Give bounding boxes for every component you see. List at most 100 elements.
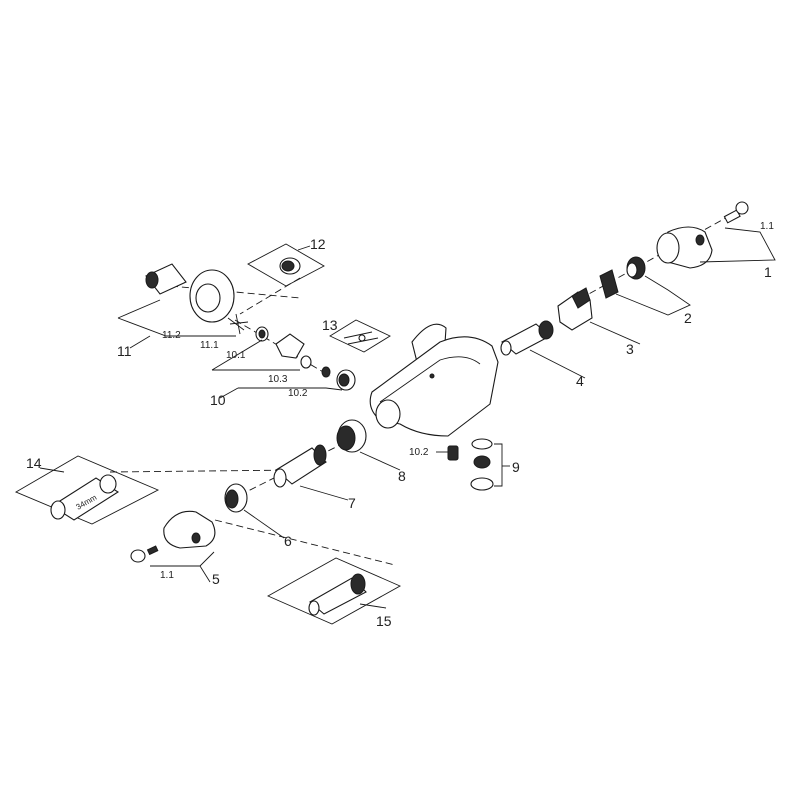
part-12-cap: 12 [247,236,326,287]
nut-2-inner [626,262,638,278]
leader-15 [359,603,387,609]
cartridge-15-end [350,573,366,595]
leader-3 [589,321,641,345]
label-11-1: 11.1 [200,340,219,351]
washer-9b [473,455,491,469]
nut-10-inner [338,373,350,387]
rosette-11-1-inner [195,283,221,313]
axis-left-lower [109,469,301,473]
spindle-4-start [500,340,512,356]
label-7: 7 [348,495,356,511]
housing-edge [379,356,481,403]
screw-head [735,201,749,215]
housing-left-port [375,399,401,429]
axis-right-upper [559,209,741,311]
part-11-connector: 11.2 11.1 11 [117,263,249,359]
box-13 [329,319,391,353]
leader-14 [39,467,65,473]
union-10-body [275,333,305,359]
part-5-handle: 1.1 5 [130,510,220,587]
mixer-housing [369,336,499,437]
ring-8-inner [336,425,356,451]
label-4: 4 [576,373,584,389]
cartridge-15-tip [308,600,320,616]
housing-logo [429,373,435,379]
part-10-union: 10.1 10.3 10.2 10 [210,326,356,408]
label-13: 13 [322,317,338,333]
handle-5-hole [191,532,201,544]
label-12: 12 [310,236,326,252]
label-2: 2 [684,310,692,326]
kit-13-ring [358,334,366,342]
leader-5b [199,565,211,583]
part-8-ring: 8 [336,419,406,484]
axis-to-15 [214,519,396,566]
label-11-2: 11.2 [162,330,181,341]
part-2-nut: 2 [599,256,692,326]
screw-5-shank [146,545,159,556]
label-10-2-right: 10.2 [409,447,429,458]
label-1-1-top: 1.1 [760,221,774,232]
label-10: 10 [210,392,226,408]
oring-10-3 [300,355,312,369]
handle-face [656,232,680,264]
leader-10 [211,339,343,399]
thermostat-7-end [313,444,327,466]
eccentric-11-2-end [145,271,159,289]
label-1: 1 [764,264,772,280]
leader-1 [699,227,776,263]
screw-5-head [130,549,146,563]
label-5-1: 1.1 [160,570,174,581]
leader-2 [615,275,691,316]
leader-12 [297,245,311,251]
part-3-cartridge: 3 [557,287,641,357]
spindle-4-end [538,320,554,340]
part-1-handle: 1.1 1 [656,201,776,280]
washer-10-1-inner [258,329,266,339]
part-6-ring: 6 [224,483,292,549]
label-8: 8 [398,468,406,484]
label-11: 11 [117,343,132,359]
spline-adapter [599,269,619,299]
part-15-cartridge: 15 [266,557,402,629]
tool-14-head [99,474,117,494]
label-15: 15 [376,613,392,629]
washer-9a [471,438,493,450]
leader-4 [529,349,586,379]
thermostat-7-tip [273,468,287,488]
label-10-3: 10.3 [268,374,288,385]
label-10-2: 10.2 [288,388,308,399]
handle-5-body [163,510,216,549]
cartridge-3-top [571,287,591,309]
leader-5 [150,551,215,567]
label-14: 14 [26,455,42,471]
kit-13-pin-a [343,331,373,339]
thermostat-7-body [275,447,327,485]
tool-14-end [50,500,66,520]
leader-8 [359,451,401,471]
part-7-thermostat: 7 [273,444,356,511]
box-15 [266,557,402,625]
label-9: 9 [512,459,520,475]
label-6: 6 [284,533,292,549]
label-3: 3 [626,341,634,357]
part-4-spindle: 4 [500,320,586,389]
screen-10-2 [321,366,331,378]
seal-star [227,313,249,335]
screen-10-2-right [447,445,459,461]
mixer-body [369,323,499,437]
cap-12-inner [281,260,295,272]
leader-6 [243,509,285,539]
handle-hole [695,234,705,246]
leader-11 [117,299,236,349]
part-14-tool: 34mm 14 [14,455,160,525]
bracket-9 [494,443,503,487]
washer-9c [470,477,494,491]
label-5: 5 [212,571,220,587]
box-12 [247,243,325,287]
part-9-washers: 9 10.2 [409,438,520,491]
label-10-1: 10.1 [226,350,246,361]
leader-7 [299,485,349,501]
part-13-kit: 13 [322,317,391,353]
